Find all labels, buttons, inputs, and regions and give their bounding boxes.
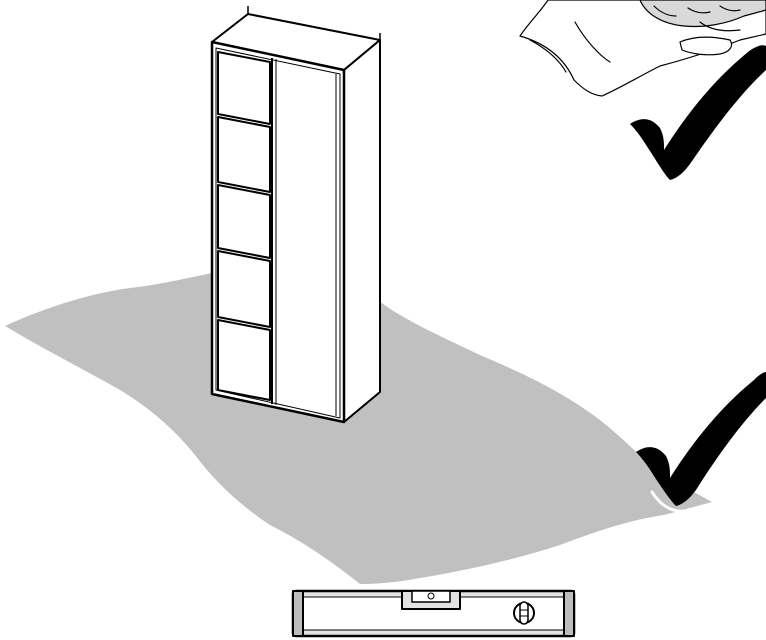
floor-mat: [5, 270, 712, 584]
drawer-4: [217, 250, 271, 328]
thumb: [679, 36, 733, 56]
drawer-2: [217, 116, 271, 193]
cabinet-drawers: [217, 51, 271, 401]
level-end-right: [563, 590, 575, 637]
level-end-left: [292, 590, 304, 637]
drawer-5: [217, 319, 271, 401]
checkmark-floor: [636, 372, 766, 506]
checkmark-top: [630, 45, 766, 180]
cabinet-side: [343, 39, 381, 423]
cabinet: [210, 6, 381, 424]
drawer-3: [217, 184, 271, 259]
spirit-level: [291, 589, 576, 638]
cabinet-front: [210, 40, 346, 424]
hand-with-cloth: [519, 0, 766, 97]
drawer-1: [217, 51, 271, 125]
